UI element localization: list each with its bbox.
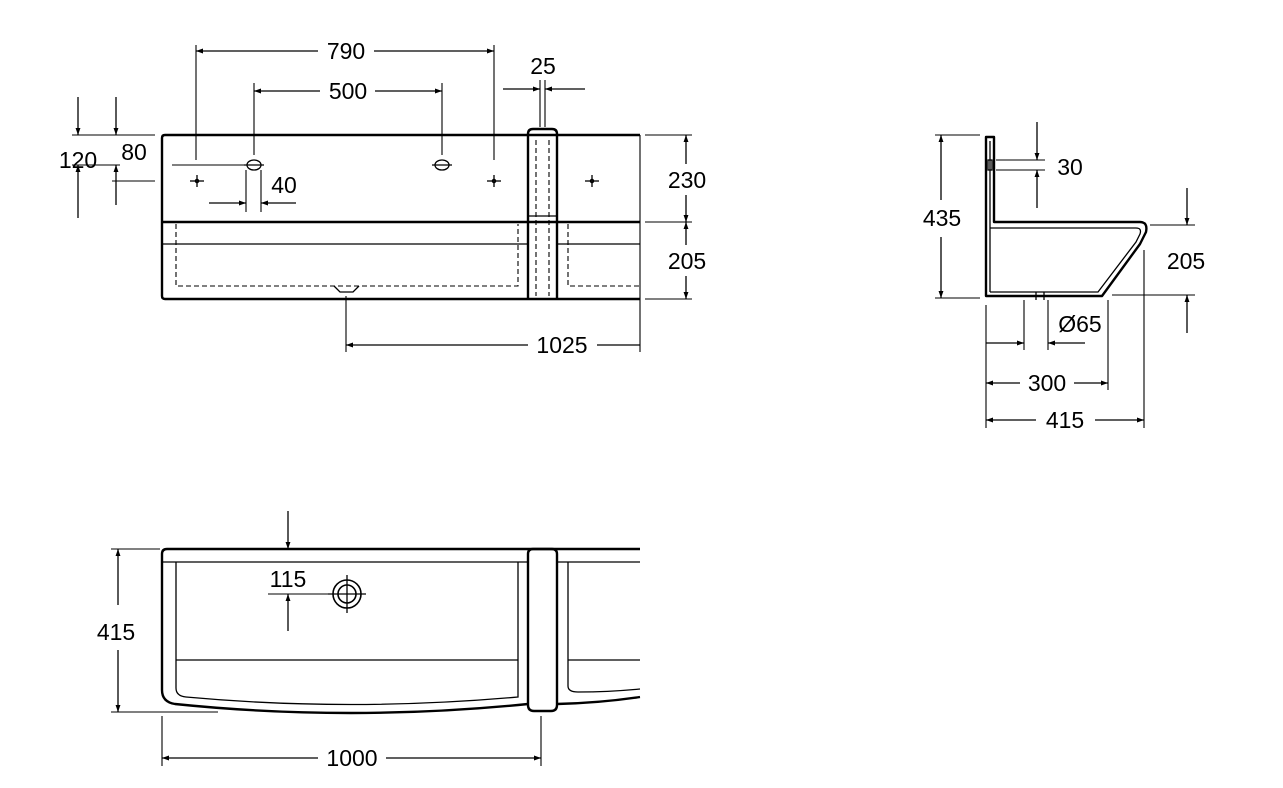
dim-120: 120 [59,97,97,218]
dim-1000: 1000 [162,745,541,771]
dim-790: 790 [196,38,494,64]
dim-500: 500 [254,78,442,104]
dim-415-top: 415 [97,549,135,712]
dim-115: 115 [270,511,307,631]
mounting-hole [487,175,501,187]
dim-d65-label: Ø65 [1058,311,1101,337]
drain-hole [328,575,366,613]
dim-80-label: 80 [121,139,147,165]
dim-415-top-label: 415 [97,619,135,645]
top-view-outline [160,547,640,715]
dim-205-side: 205 [1167,188,1205,333]
dim-115-label: 115 [270,566,307,592]
dim-205-front-label: 205 [668,248,706,274]
mounting-hole [190,175,204,187]
dim-25: 25 [503,53,585,92]
dim-435-label: 435 [923,205,961,231]
dim-30: 30 [1034,122,1083,208]
dim-25-label: 25 [530,53,556,79]
dim-415-side: 415 [986,407,1144,433]
side-view-profile [984,135,1148,298]
tap-hole [432,159,452,171]
dim-1025-label: 1025 [536,332,587,358]
dim-790-label: 790 [327,38,365,64]
dim-40-label: 40 [271,172,297,198]
divider-panel [526,127,559,299]
dim-120-label: 120 [59,147,97,173]
dim-230-label: 230 [668,167,706,193]
top-view [111,547,641,766]
dim-1025: 1025 [346,332,640,358]
dim-300-label: 300 [1028,370,1066,396]
dim-40: 40 [209,172,297,206]
dim-205-side-label: 205 [1167,248,1205,274]
dim-435: 435 [923,135,961,298]
dim-205-front: 205 [668,222,706,299]
dim-230: 230 [668,135,706,222]
dim-300: 300 [986,370,1108,396]
front-view-outline [160,133,640,301]
dim-30-label: 30 [1057,154,1083,180]
mounting-hole [585,175,599,187]
dim-415-side-label: 415 [1046,407,1084,433]
dim-80: 80 [113,97,147,205]
dim-500-label: 500 [329,78,367,104]
divider-panel-top [526,547,559,713]
dim-1000-label: 1000 [326,745,377,771]
dim-d65: Ø65 [986,311,1102,346]
tap-hole [244,159,264,171]
